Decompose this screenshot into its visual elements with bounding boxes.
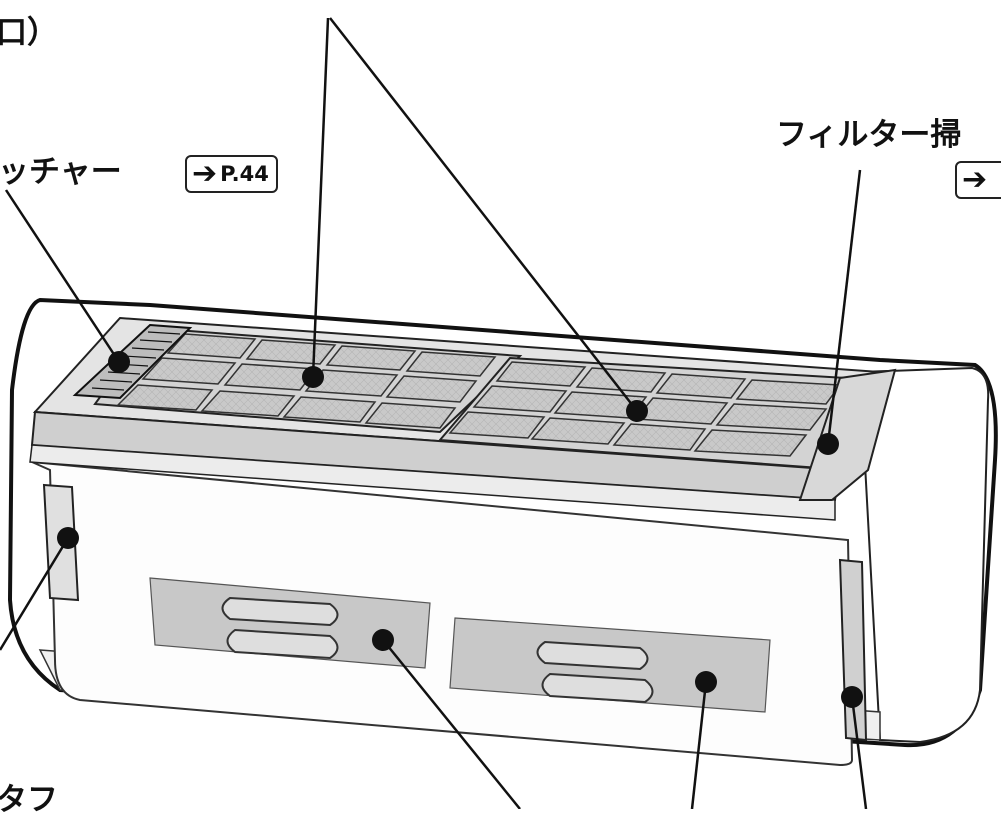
right-filter <box>437 356 882 470</box>
callout-dot-left-slot <box>57 527 79 549</box>
label-top-left: 口） <box>0 15 58 51</box>
callout-dot-right-cover <box>695 671 717 693</box>
front-panel-details <box>42 483 868 742</box>
top-filter-area <box>29 316 897 521</box>
label-bottom-left: タフ <box>0 782 58 818</box>
callout-dot-right-filter <box>626 400 648 422</box>
arrow-right-icon: ➔ <box>192 156 218 191</box>
page-ref-text: P.44 <box>220 161 269 186</box>
callout-dot-right-slot <box>841 686 863 708</box>
callout-dot-left-filter <box>302 366 324 388</box>
callout-dot-left-cover <box>372 629 394 651</box>
arrow-right-icon: ➔ <box>962 162 988 197</box>
callout-dot-filter-cleaner <box>817 433 839 455</box>
ref-filter-cleaner-page: ➔ <box>955 161 1001 199</box>
callout-dot-dust-catcher <box>108 351 130 373</box>
callout-lines <box>0 17 868 809</box>
label-catcher: ッチャー <box>0 154 122 190</box>
label-filter-cleaner: フィルター掃 <box>776 117 962 153</box>
callout-dots <box>57 351 863 708</box>
ref-catcher-page: ➔ P.44 <box>185 155 278 193</box>
